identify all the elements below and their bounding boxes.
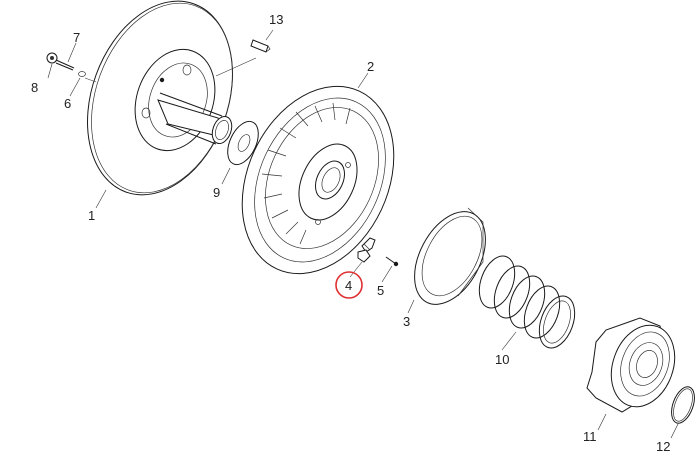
part-label[interactable]: 8 [31,80,38,95]
part-label[interactable]: 1 [88,208,95,223]
part-label[interactable]: 12 [656,439,670,454]
part-9-shim-washer[interactable] [221,117,264,170]
part-label[interactable]: 13 [269,12,283,27]
part-11-cam[interactable] [586,316,686,415]
part-5-screw[interactable] [385,256,399,267]
part-1-fixed-sheave[interactable] [62,0,258,215]
part-2-sliding-sheave[interactable] [213,62,423,299]
part-13-key[interactable] [250,39,271,53]
leader-lines [47,29,679,439]
part-label[interactable]: 10 [495,352,509,367]
part-7-bolt[interactable] [55,59,75,71]
part-label[interactable]: 6 [64,96,71,111]
part-label[interactable]: 11 [583,429,597,444]
part-label[interactable]: 5 [377,283,384,298]
part-8-nut[interactable] [46,52,58,64]
part-3-ring[interactable] [400,200,500,316]
part-12-retaining-ring[interactable] [667,384,699,427]
part-4-slider-shoe[interactable] [357,237,376,263]
part-label-highlighted[interactable]: 4 [345,278,352,293]
part-label[interactable]: 2 [367,59,374,74]
part-label[interactable]: 7 [73,30,80,45]
part-10-spring[interactable] [473,251,582,353]
part-label[interactable]: 9 [213,185,220,200]
part-label[interactable]: 3 [403,314,410,329]
part-6-washer[interactable] [78,71,86,77]
highlight-circle [335,271,363,299]
